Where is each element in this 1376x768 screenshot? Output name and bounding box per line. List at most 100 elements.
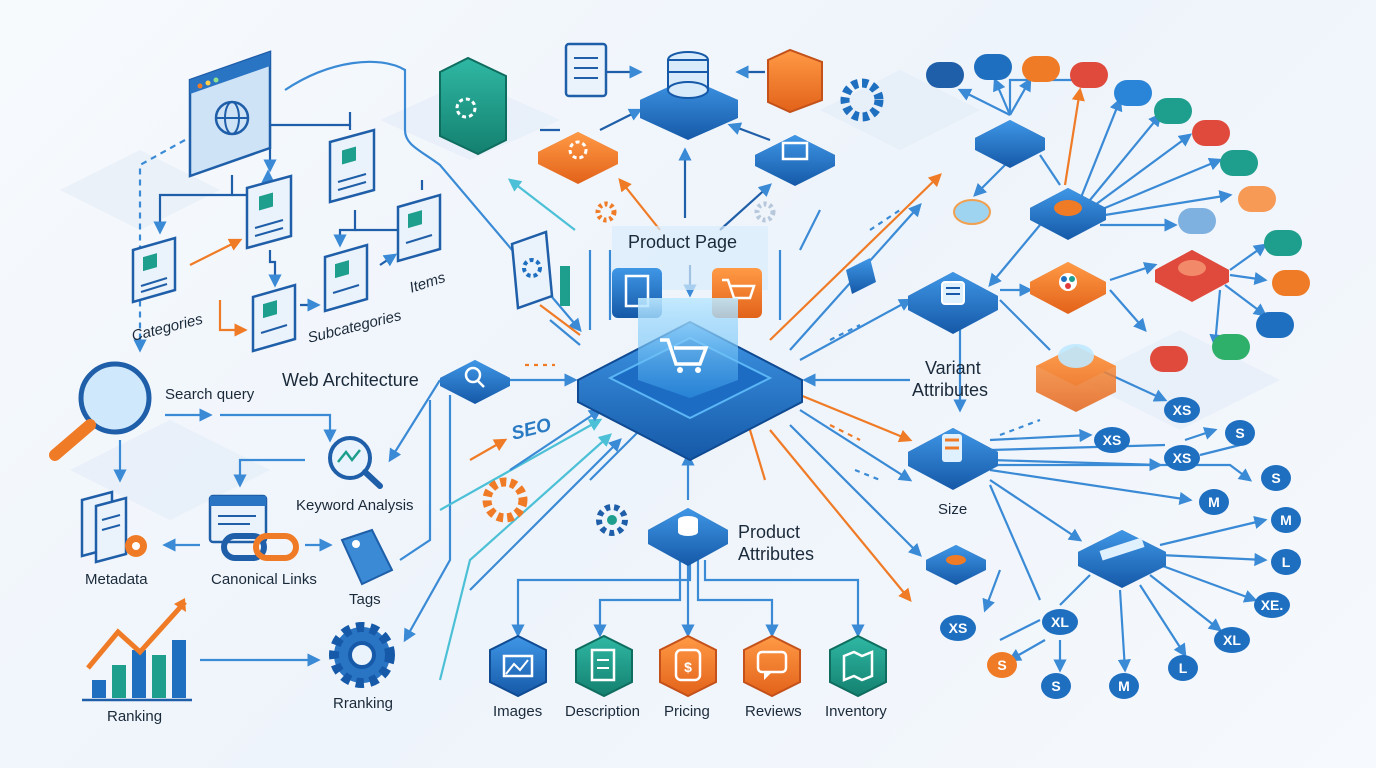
label-product-page: Product Page <box>628 232 738 252</box>
label-inventory: Inventory <box>825 703 887 720</box>
size-chip-label: S <box>1051 678 1060 694</box>
document-icon-sub1 <box>251 283 297 353</box>
size-chip-label: M <box>1118 678 1130 694</box>
size-chip-label: XS <box>1173 402 1192 418</box>
color-variant-node <box>1030 188 1106 240</box>
orange-gear-icon <box>482 477 528 523</box>
teal-disc <box>953 199 991 225</box>
database-node <box>640 51 738 140</box>
size-chip: S <box>1041 673 1071 699</box>
label-product-attributes-1: Product <box>738 522 801 542</box>
size-chip-label: S <box>1235 425 1244 441</box>
ranking-chart-icon <box>82 598 192 702</box>
label-variant-attributes-2: Attributes <box>912 380 989 400</box>
size-chip: XS <box>1164 445 1200 471</box>
label-tags: Tags <box>349 591 381 608</box>
browser-window-icon <box>188 50 272 178</box>
small-orange-gear <box>595 201 617 223</box>
svg-text:$: $ <box>684 659 692 675</box>
size-chip: M <box>1271 507 1301 533</box>
size-chip-label: XS <box>1103 432 1122 448</box>
size-chip: XS <box>1164 397 1200 423</box>
document-icons <box>131 128 442 353</box>
small-grey-gear <box>754 201 776 223</box>
palette-variant-node <box>1030 262 1106 314</box>
size-chip-label: XS <box>949 620 968 636</box>
size-chip: XS <box>940 615 976 641</box>
size-chip: M <box>1109 673 1139 699</box>
small-gear-icon <box>596 504 628 536</box>
size-chip-label: S <box>1271 470 1280 486</box>
keyword-analysis-icon <box>328 436 383 489</box>
label-size: Size <box>938 501 968 518</box>
size-chip-label: L <box>1179 660 1188 676</box>
document-icon-sub2 <box>323 243 369 313</box>
label-ranking: Ranking <box>107 708 163 725</box>
attribute-hex-reviews <box>743 634 801 698</box>
teal-folder-icon <box>439 56 507 156</box>
label-canonical-links: Canonical Links <box>211 571 317 588</box>
search-node <box>440 360 510 404</box>
size-chip-label: XL <box>1223 632 1241 648</box>
label-web-architecture: Web Architecture <box>282 370 419 390</box>
swatch-node <box>926 545 986 585</box>
red-variant-node <box>1155 250 1229 302</box>
glow-cube-node <box>1036 344 1116 412</box>
small-swatch-node <box>846 258 876 294</box>
chain-link-icon <box>221 533 299 561</box>
size-chip: L <box>1271 549 1301 575</box>
ranking-gear-icon <box>329 622 395 688</box>
size-chip-label: XL <box>1051 614 1069 630</box>
size-chip: S <box>1261 465 1291 491</box>
list-document-icon <box>564 42 608 98</box>
size-chip-label: XS <box>1173 450 1192 466</box>
size-chip-label: M <box>1208 494 1220 510</box>
central-cart-hub <box>577 298 803 462</box>
label-product-attributes-2: Attributes <box>738 544 815 564</box>
attribute-hex-description <box>575 634 633 698</box>
size-chip: XL <box>1042 609 1078 635</box>
orange-folder-icon <box>767 48 823 114</box>
label-description: Description <box>565 703 641 720</box>
blue-gear-icon <box>840 78 884 122</box>
size-chip: XL <box>1214 627 1250 653</box>
orange-gear-node <box>538 132 618 184</box>
tag-icon <box>340 528 394 586</box>
size-chip: S <box>1225 420 1255 446</box>
product-attributes-node <box>648 508 728 566</box>
label-rranking: Rranking <box>333 695 394 712</box>
label-images: Images <box>493 703 543 720</box>
attribute-hex-images <box>489 634 547 698</box>
size-chip: XS <box>1094 427 1130 453</box>
canonical-window-icon <box>208 494 268 544</box>
label-metadata: Metadata <box>85 571 148 588</box>
label-reviews: Reviews <box>745 703 802 720</box>
label-pricing: Pricing <box>664 703 710 720</box>
color-swatches <box>926 54 1310 372</box>
connectors <box>113 60 1268 681</box>
size-chip-label: XE. <box>1261 597 1284 613</box>
ruler-node <box>1078 530 1166 588</box>
label-variant-attributes-1: Variant <box>925 358 981 378</box>
document-icon-items <box>396 193 442 263</box>
size-chip-label: M <box>1280 512 1292 528</box>
attribute-hex-inventory <box>829 634 887 698</box>
gear-document-icon <box>510 230 570 310</box>
size-chip: L <box>1168 655 1198 681</box>
magnifier-icon <box>49 361 152 461</box>
variant-node-top <box>975 120 1045 168</box>
document-icon-categories <box>131 236 177 304</box>
size-chip-label: S <box>997 657 1006 673</box>
label-search-query: Search query <box>165 386 255 403</box>
metadata-icon <box>80 490 147 564</box>
size-chip: XE. <box>1254 592 1290 618</box>
label-keyword-analysis: Keyword Analysis <box>296 497 414 514</box>
size-chip: S <box>987 652 1017 678</box>
size-chips: XS XS S XS S M M L XE. XL XL XS S S M L <box>940 397 1301 699</box>
thread-variant-node <box>908 272 998 334</box>
document-icon-top <box>328 128 376 204</box>
attribute-hex-pricing: $ <box>659 634 717 698</box>
document-icon-level2 <box>245 174 293 250</box>
size-chip: M <box>1199 489 1229 515</box>
